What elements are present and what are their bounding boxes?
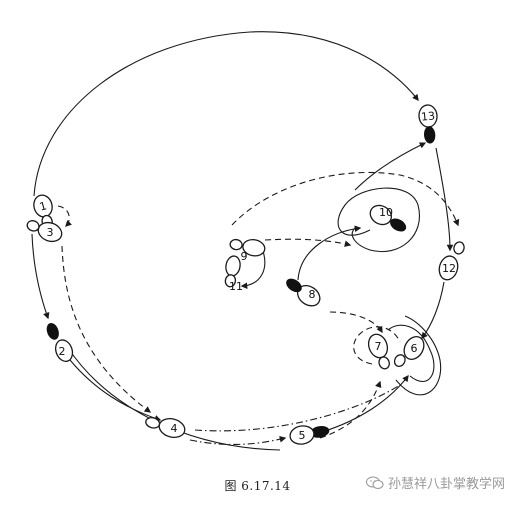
- path-4-to-5: [189, 436, 287, 446]
- foot-10: 10: [369, 204, 407, 232]
- path-9-to-8: [264, 238, 352, 247]
- step-label-9: 9: [241, 250, 248, 263]
- foot-7: 7: [367, 333, 390, 370]
- step-label-4: 4: [171, 422, 178, 435]
- foot-5: 5: [289, 425, 330, 445]
- step-label-13: 13: [421, 109, 436, 123]
- path-9-to-12: [231, 171, 460, 227]
- path-1-to-2: [31, 233, 50, 320]
- path-1-to-13: [33, 31, 419, 197]
- loop-7-dashed: [353, 326, 401, 365]
- arrow-1-to-3: [57, 205, 73, 227]
- foot-8: 8: [286, 278, 321, 307]
- step-label-5: 5: [299, 429, 306, 442]
- foot-6: 6: [393, 336, 425, 368]
- loop-6-7: [387, 324, 435, 383]
- path-4-to-6: [194, 384, 401, 432]
- step-label-3: 3: [47, 226, 54, 239]
- step-label-12: 12: [442, 262, 456, 275]
- loop-6-outer: [395, 315, 442, 396]
- path-5-to-6: [321, 374, 409, 433]
- loop-10: [337, 187, 420, 253]
- foot-2: 2: [46, 322, 74, 362]
- watermark: 孙慧祥八卦掌教学网: [365, 473, 505, 492]
- step-label-2: 2: [59, 345, 66, 358]
- watermark-text: 孙慧祥八卦掌教学网: [387, 477, 505, 492]
- foot-12: 12: [438, 241, 465, 281]
- path-2-to-4: [69, 359, 162, 422]
- path-3-to-4: [61, 245, 152, 413]
- path-8-to-7: [329, 311, 383, 334]
- foot-4: 4: [145, 417, 186, 438]
- path-8-to-10: [297, 225, 362, 281]
- foot-13: 13: [418, 104, 438, 144]
- step-label-1: 1: [38, 199, 48, 213]
- step-label-8: 8: [309, 288, 316, 301]
- step-label-11: 11: [229, 280, 243, 293]
- figure-caption: 图 6.17.14: [224, 479, 291, 493]
- step-label-7: 7: [375, 340, 382, 353]
- step-label-6: 6: [411, 342, 418, 355]
- foot-3: 3: [26, 220, 63, 243]
- path-5-to-7: [319, 380, 382, 439]
- footwork-diagram: 1 3 2 4 5 7 6 8: [26, 31, 465, 451]
- foot-11: [224, 255, 241, 288]
- foot-9: 9: [229, 238, 266, 263]
- path-12-to-6: [421, 281, 445, 340]
- path-13-to-12: [435, 147, 454, 252]
- path-10-to-13: [354, 142, 427, 191]
- step-label-10: 10: [379, 206, 393, 219]
- wechat-icon: [365, 475, 384, 489]
